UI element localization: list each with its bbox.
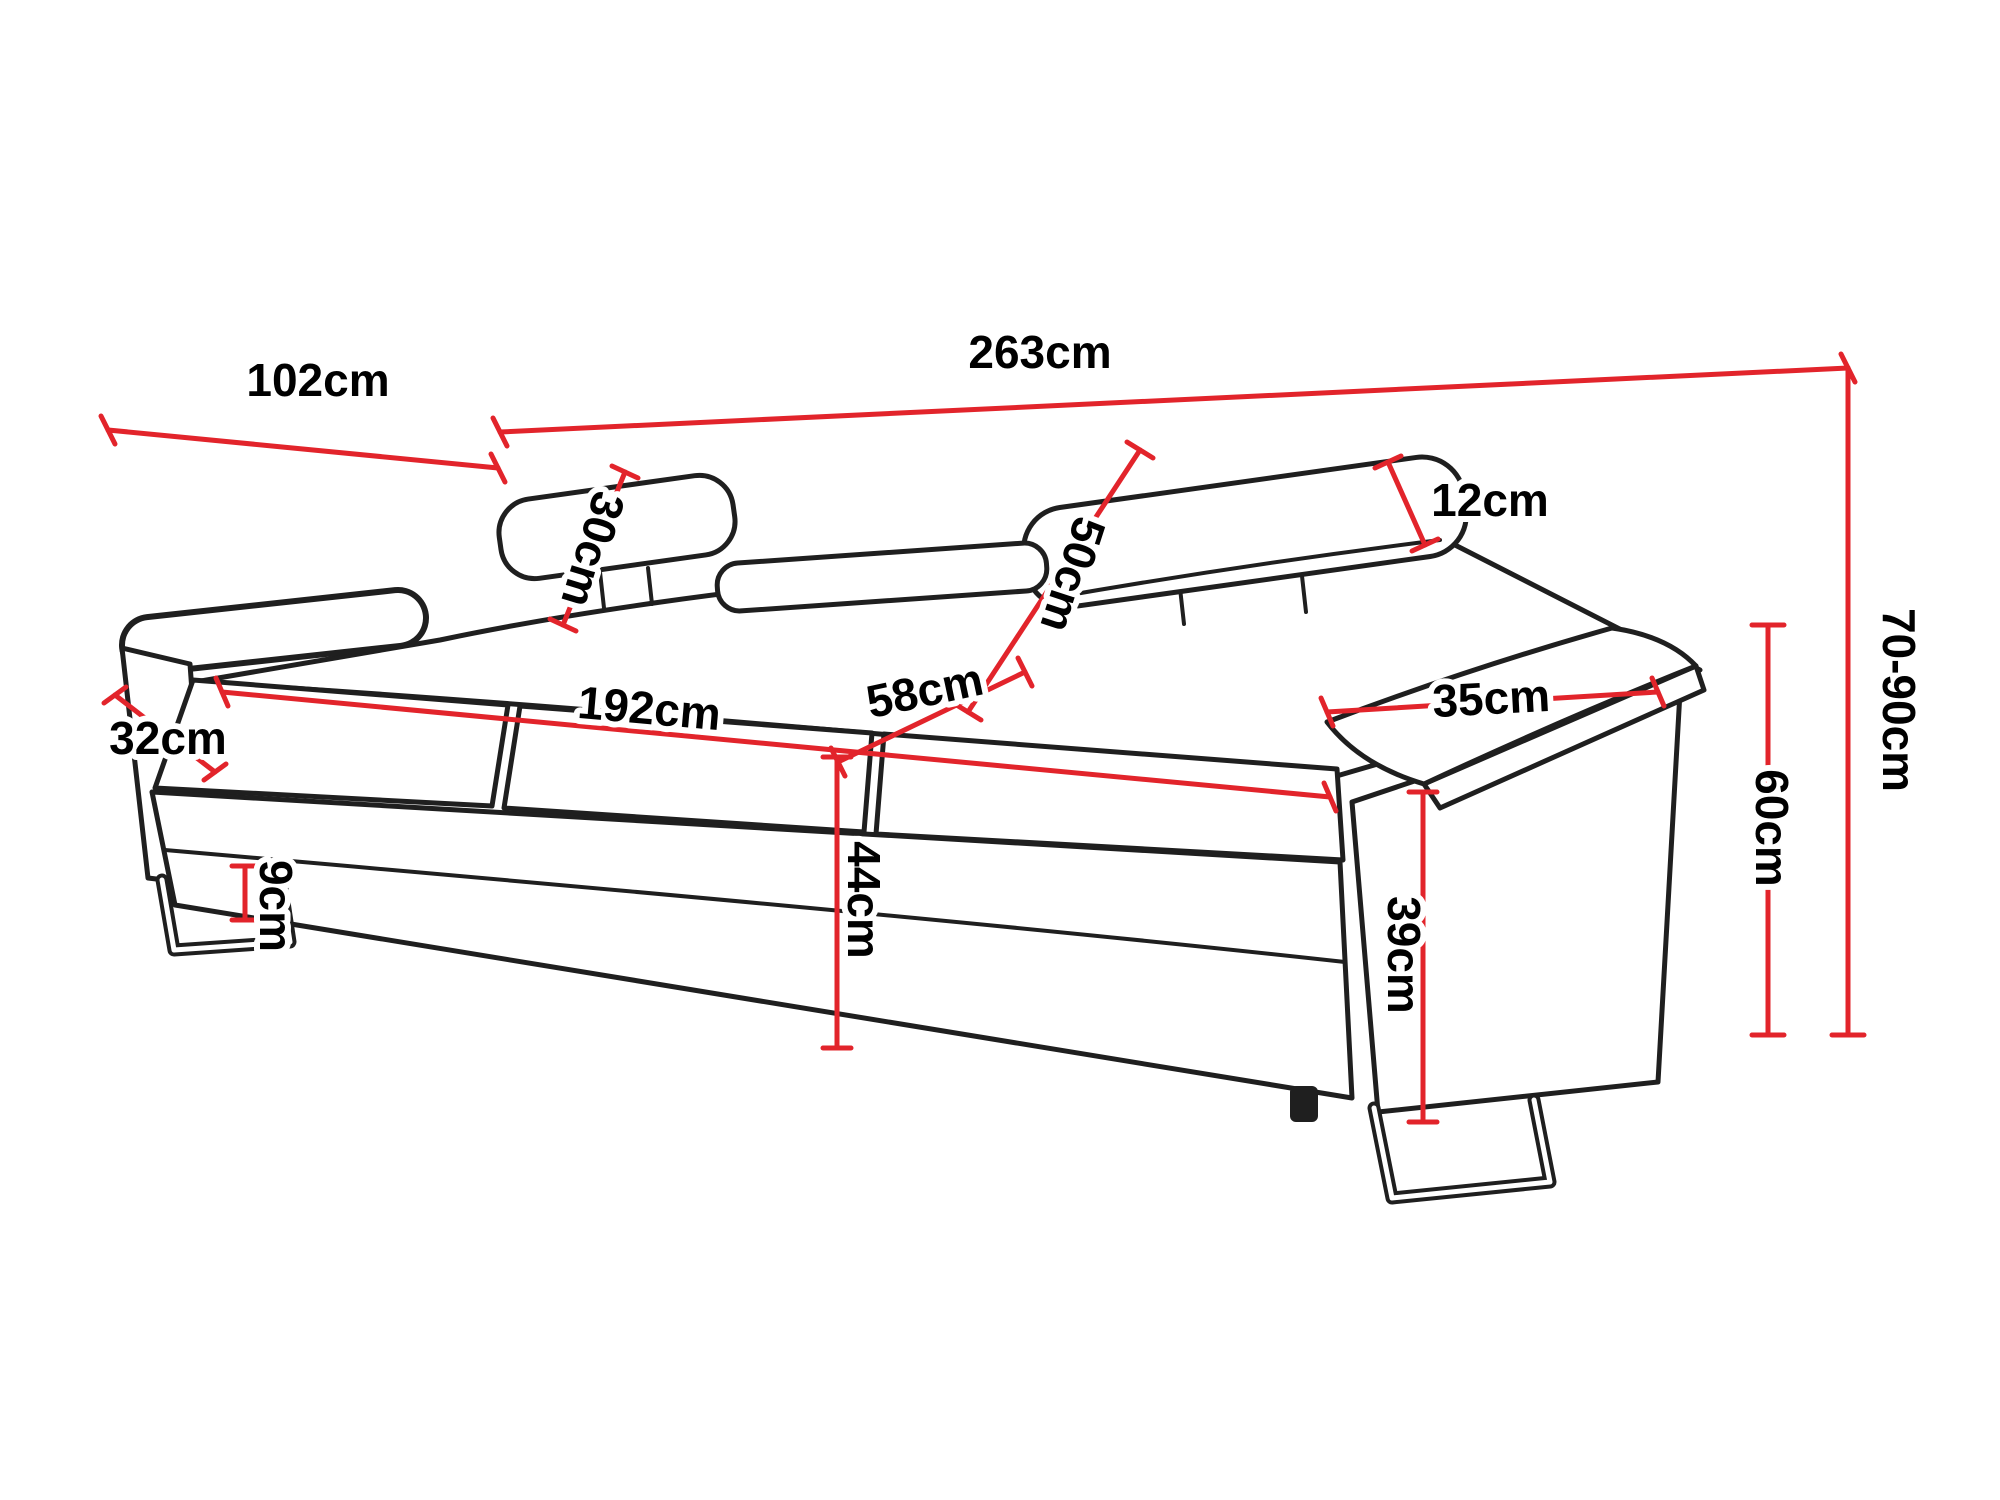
left-headrest [496,472,738,582]
headrest-stem-left-2 [646,566,654,606]
dimension-armrest-top-width [1318,675,1667,729]
label-backrest-thickness: 12cm [1431,474,1549,526]
dimension-backrest-thickness [1372,453,1441,554]
left-leg-highlight [159,877,293,953]
headrest-stem-left [598,570,606,610]
dimension-leg-height [229,863,261,923]
label-arm-side-height: 60cm [1746,769,1798,887]
label-seat-height: 44cm [838,841,890,959]
headrest-stem-right-2 [1300,574,1308,614]
label-overall-width: 263cm [968,326,1111,378]
dimension-lines [98,351,1867,1125]
dimension-seat-height [820,754,854,1051]
label-leg-height: 9cm [250,860,302,952]
left-armrest-roll [125,593,423,670]
seat-cushion-2 [501,703,875,835]
dimension-total-height [1829,365,1867,1038]
right-leg-highlight [1371,1097,1553,1201]
label-side-depth: 102cm [246,354,389,406]
dimension-headrest-height [547,463,641,634]
label-left-armrest-width: 32cm [109,712,227,764]
front-foot [1290,1086,1318,1122]
dimension-overall-width [490,351,1858,449]
label-armrest-height: 39cm [1378,896,1430,1014]
dimension-arm-side-height [1749,622,1787,1038]
dimension-side-depth [98,413,508,485]
dimension-seat-length [213,675,1339,814]
dimension-left-armrest-width [101,684,229,783]
label-total-height: 70-90cm [1873,608,1925,792]
right-armrest-pad [1324,625,1699,787]
dimension-armrest-height [1406,789,1440,1125]
label-armrest-top-width: 35cm [1431,669,1551,727]
sofa-base-seam [163,848,1347,964]
right-backrest-seam [1050,538,1442,600]
dimension-backrest-height [952,439,1156,723]
middle-back-bar [714,540,1050,614]
sofa-drawing [119,454,1707,1205]
